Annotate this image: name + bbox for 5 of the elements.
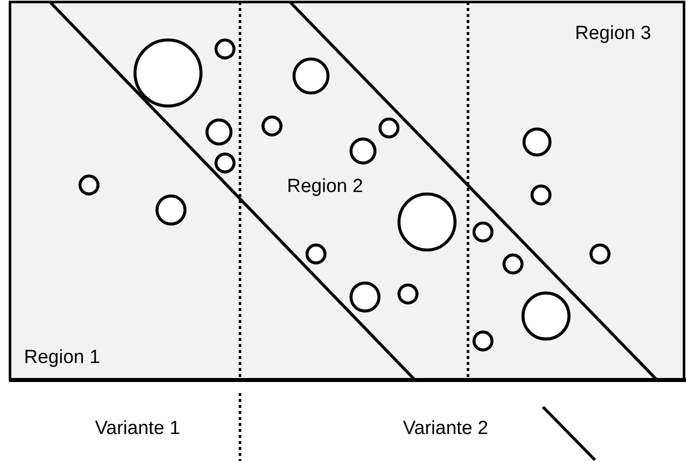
region-label: Region 1 [24,348,100,367]
legend-label: Variante 2 [403,419,488,438]
region-label: Region 3 [575,24,652,43]
region-label: Region 2 [287,177,364,196]
legend-label: Variante 1 [95,419,180,438]
